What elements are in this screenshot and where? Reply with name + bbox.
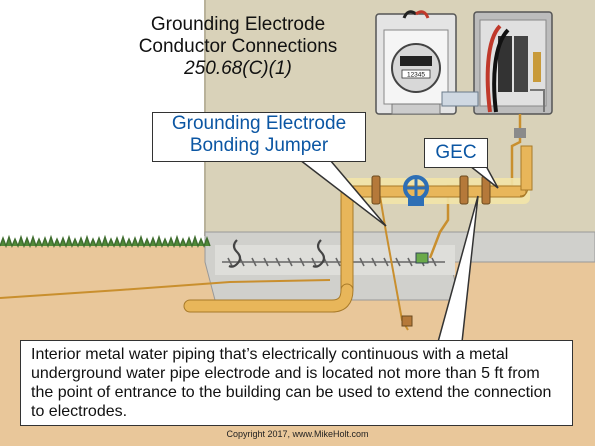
diagram-title: Grounding Electrode Conductor Connection… bbox=[118, 14, 358, 80]
ground-wire bbox=[0, 279, 331, 299]
valve-icon bbox=[403, 175, 429, 206]
code-reference: 250.68(C)(1) bbox=[184, 58, 292, 79]
meter-display-value: 12345 bbox=[407, 72, 425, 79]
copyright-notice: Copyright 2017, www.MikeHolt.com bbox=[226, 429, 369, 439]
pipe-riser bbox=[520, 145, 533, 191]
meter-enclosure: 12345 bbox=[375, 10, 457, 115]
meter-glass bbox=[391, 43, 441, 93]
pipe-clamps bbox=[371, 175, 491, 205]
pipe-vertical bbox=[340, 185, 354, 291]
explanation-note: Interior metal water piping that’s elect… bbox=[20, 340, 573, 426]
service-panel bbox=[473, 11, 553, 115]
gec-clamp-panel bbox=[514, 128, 526, 138]
bonding-jumper-line-2: Bonding Jumper bbox=[189, 135, 329, 156]
breaker-right bbox=[514, 36, 528, 92]
breaker-left bbox=[498, 36, 512, 92]
rebar-clamp bbox=[415, 252, 429, 264]
title-line-1: Grounding Electrode bbox=[150, 14, 326, 35]
title-line-2: Conductor Connections bbox=[138, 36, 338, 57]
conduit-nipple bbox=[441, 91, 479, 107]
gec-callout: GEC bbox=[424, 138, 488, 168]
bonding-jumper-callout: Grounding Electrode Bonding Jumper bbox=[152, 112, 366, 162]
underground-water-pipe bbox=[184, 284, 353, 312]
bonding-jumper-line-1: Grounding Electrode bbox=[171, 113, 347, 134]
underground-clamp bbox=[401, 315, 413, 327]
meter-display bbox=[401, 69, 431, 79]
grass bbox=[0, 234, 211, 249]
concrete-footing bbox=[215, 245, 455, 275]
